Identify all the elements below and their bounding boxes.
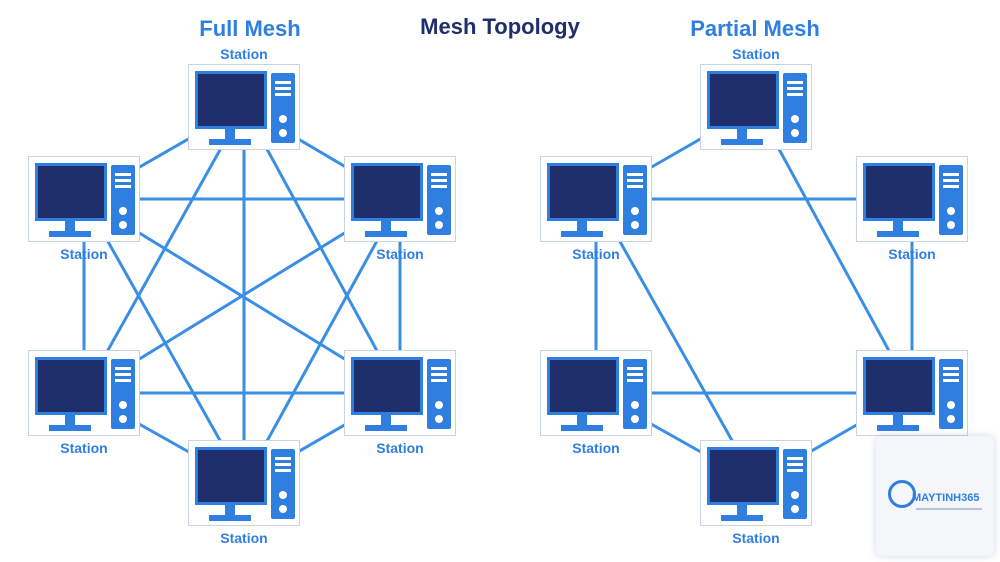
partial-mesh-station-label-3: Station [572,440,620,456]
computer-tower-icon [623,359,647,429]
partial-mesh-station-0 [700,64,812,150]
full-mesh-title: Full Mesh [199,16,301,41]
computer-tower-icon [111,359,135,429]
computer-tower-icon [783,449,807,519]
monitor-icon [35,163,107,221]
full-mesh-link-9 [83,197,401,395]
monitor-base [721,515,763,521]
computer-tower-icon [271,73,295,143]
monitor-icon [351,357,423,415]
watermark-tagline-line [916,508,982,510]
page-title: Mesh Topology [420,14,580,39]
monitor-icon [547,163,619,221]
monitor-stand [65,415,75,425]
full-mesh-link-0 [83,105,245,201]
partial-mesh-link-4 [594,198,758,484]
full-mesh-link-3 [242,106,402,394]
monitor-icon [707,447,779,505]
monitor-base [561,231,603,237]
monitor-icon [707,71,779,129]
computer-tower-icon [111,165,135,235]
full-mesh-station-1 [28,156,140,242]
full-mesh-link-2 [82,106,246,394]
full-mesh-station-0 [188,64,300,150]
monitor-icon [351,163,423,221]
watermark-brand: MAYTINH365 [912,492,980,504]
partial-mesh-station-1 [540,156,652,242]
monitor-stand [381,415,391,425]
monitor-stand [65,221,75,231]
partial-mesh-station-label-0: Station [732,46,780,62]
partial-mesh-link-7 [595,391,757,485]
monitor-icon [547,357,619,415]
monitor-stand [225,505,235,515]
partial-mesh-station-2 [856,156,968,242]
monitor-base [365,425,407,431]
partial-mesh-link-0 [595,105,757,201]
partial-mesh-station-3 [540,350,652,436]
monitor-icon [195,71,267,129]
full-mesh-station-label-5: Station [220,530,268,546]
full-mesh-station-2 [344,156,456,242]
computer-tower-icon [783,73,807,143]
partial-mesh-station-label-5: Station [732,530,780,546]
monitor-icon [35,357,107,415]
partial-mesh-station-4 [856,350,968,436]
monitor-stand [225,129,235,139]
full-mesh-station-label-0: Station [220,46,268,62]
monitor-base [209,139,251,145]
monitor-stand [893,415,903,425]
watermark-logo: MAYTINH365 [876,436,994,556]
full-mesh-link-1 [243,105,401,201]
full-mesh-link-7 [83,197,401,395]
monitor-stand [381,221,391,231]
monitor-logo-icon [888,480,916,508]
computer-tower-icon [939,359,963,429]
partial-mesh-station-5 [700,440,812,526]
partial-mesh-link-1 [754,106,914,394]
monitor-base [209,515,251,521]
monitor-icon [863,163,935,221]
monitor-stand [737,505,747,515]
partial-mesh-title: Partial Mesh [690,16,820,41]
computer-tower-icon [427,165,451,235]
monitor-base [49,425,91,431]
full-mesh-station-label-2: Station [376,246,424,262]
monitor-base [365,231,407,237]
monitor-icon [195,447,267,505]
full-mesh-station-3 [28,350,140,436]
full-mesh-link-8 [82,198,246,484]
monitor-base [877,231,919,237]
monitor-base [49,231,91,237]
monitor-icon [863,357,935,415]
monitor-base [721,139,763,145]
full-mesh-station-label-3: Station [60,440,108,456]
full-mesh-station-label-4: Station [376,440,424,456]
computer-tower-icon [623,165,647,235]
monitor-stand [577,415,587,425]
full-mesh-station-5 [188,440,300,526]
full-mesh-station-4 [344,350,456,436]
partial-mesh-station-label-2: Station [888,246,936,262]
full-mesh-station-label-1: Station [60,246,108,262]
full-mesh-link-11 [242,198,402,484]
computer-tower-icon [271,449,295,519]
full-mesh-link-13 [83,391,245,485]
computer-tower-icon [427,359,451,429]
partial-mesh-station-label-1: Station [572,246,620,262]
monitor-base [877,425,919,431]
computer-tower-icon [939,165,963,235]
monitor-stand [577,221,587,231]
full-mesh-link-14 [243,391,401,485]
monitor-stand [737,129,747,139]
monitor-stand [893,221,903,231]
monitor-base [561,425,603,431]
